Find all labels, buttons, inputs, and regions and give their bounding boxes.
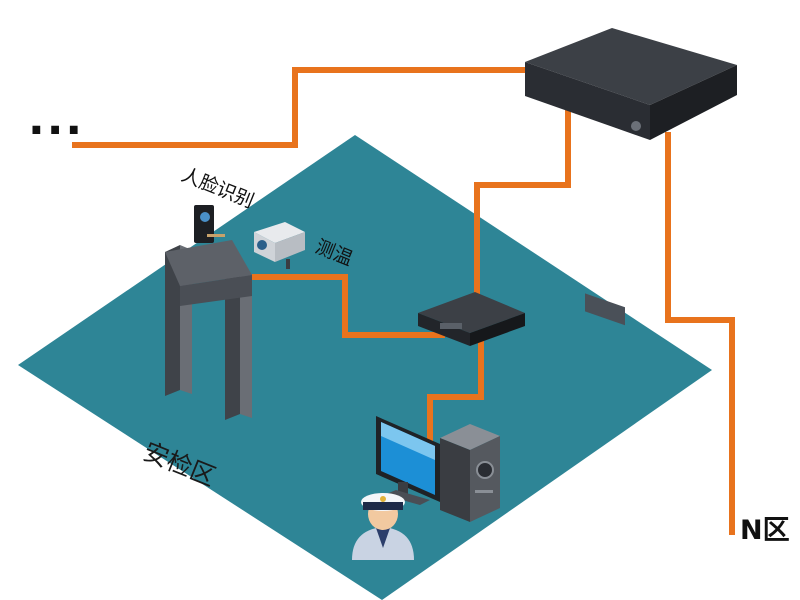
more-indicator: ... — [28, 94, 85, 145]
monitor — [376, 416, 440, 505]
cable-to-n-zone — [665, 132, 735, 535]
face-recognition-terminal — [194, 205, 225, 243]
security-zone-floor — [18, 135, 712, 600]
pc-tower — [440, 424, 500, 522]
switch-device — [418, 292, 525, 346]
cable-nvr-to-switch — [474, 108, 571, 298]
cables — [72, 67, 735, 535]
thermal-camera — [254, 222, 305, 269]
security-guard — [352, 493, 414, 560]
n-zone-label: N区 — [740, 515, 790, 546]
cable-camera-to-switch — [252, 274, 445, 338]
nvr-device — [525, 28, 737, 326]
cable-switch-to-pc — [427, 340, 484, 442]
cable-to-more — [72, 67, 525, 148]
metal-detector-gate — [165, 240, 252, 420]
